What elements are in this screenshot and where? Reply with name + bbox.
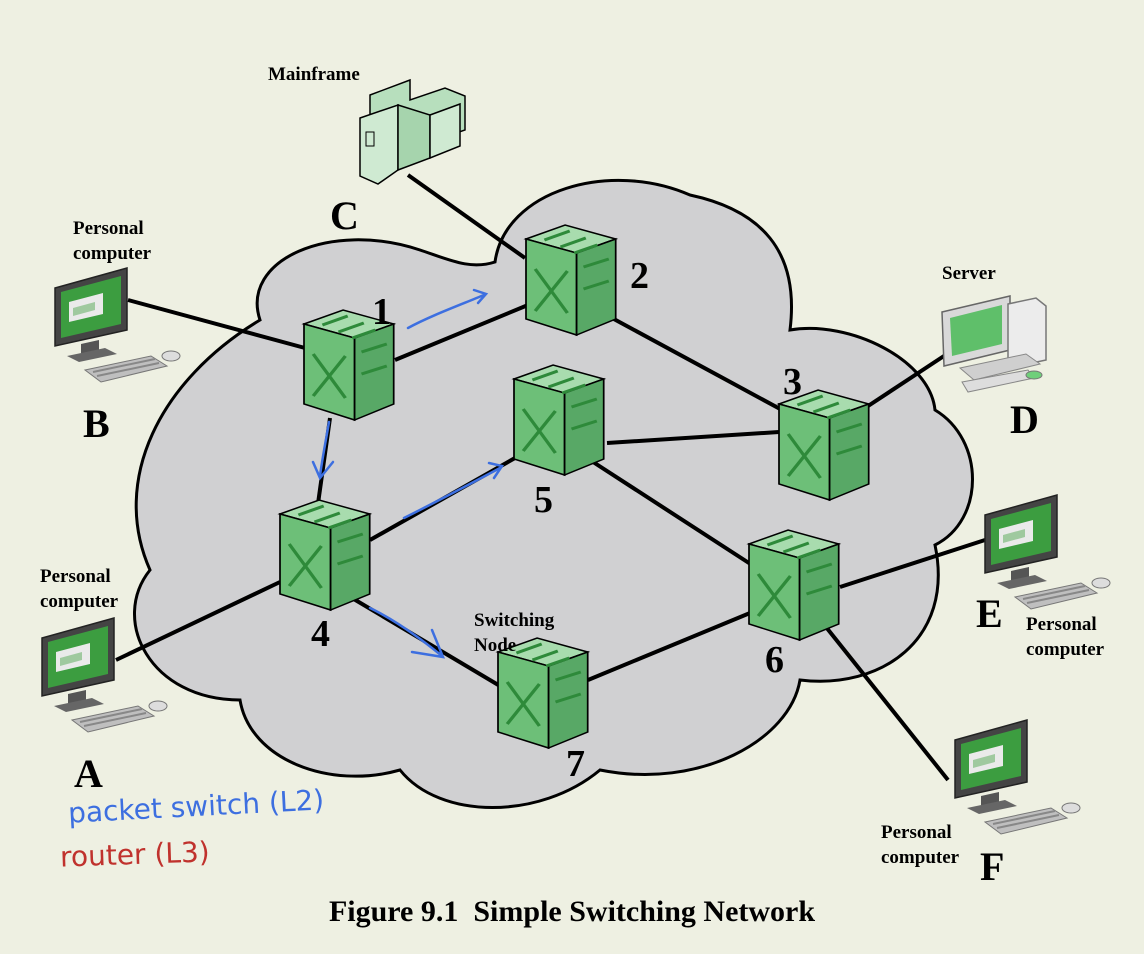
router-annotation: router (L3): [59, 835, 211, 874]
node-number-6: 6: [765, 639, 784, 681]
switching-node-3: [777, 388, 871, 502]
station-d-label: D: [1010, 397, 1039, 442]
node-number-2: 2: [630, 255, 649, 297]
personal-computer-f-icon: [954, 719, 1081, 835]
personal-computer-e-label: Personal computer: [1026, 614, 1105, 660]
personal-computer-f-label: Personal computer: [881, 822, 960, 868]
station-c-label: C: [330, 193, 359, 238]
personal-computer-a-label: Personal computer: [40, 566, 119, 612]
station-e-label: E: [976, 591, 1003, 636]
personal-computer-e-icon: [984, 494, 1111, 610]
mainframe-icon: [359, 78, 466, 185]
node-number-7: 7: [566, 743, 585, 785]
switching-node-label: Switching Node: [474, 610, 555, 656]
station-a-label: A: [74, 751, 103, 796]
server-icon: [941, 295, 1047, 393]
node-number-4: 4: [311, 613, 330, 655]
figure-caption: Figure 9.1 Simple Switching Network: [328, 895, 816, 928]
node-number-3: 3: [783, 361, 802, 403]
server-label: Server: [942, 263, 996, 284]
mainframe-label: Mainframe: [268, 64, 360, 85]
switching-node-2: [524, 223, 618, 337]
personal-computer-b-icon: [54, 267, 181, 383]
handwritten-arrows: [311, 288, 505, 659]
node-number-1: 1: [372, 291, 391, 333]
station-f-label: F: [980, 844, 1005, 889]
station-b-label: B: [83, 401, 110, 446]
personal-computer-b-label: Personal computer: [73, 218, 152, 264]
node-number-5: 5: [534, 479, 553, 521]
switching-node-5: [512, 363, 606, 477]
switching-node-6: [747, 528, 841, 642]
switching-node-4: [278, 498, 372, 612]
